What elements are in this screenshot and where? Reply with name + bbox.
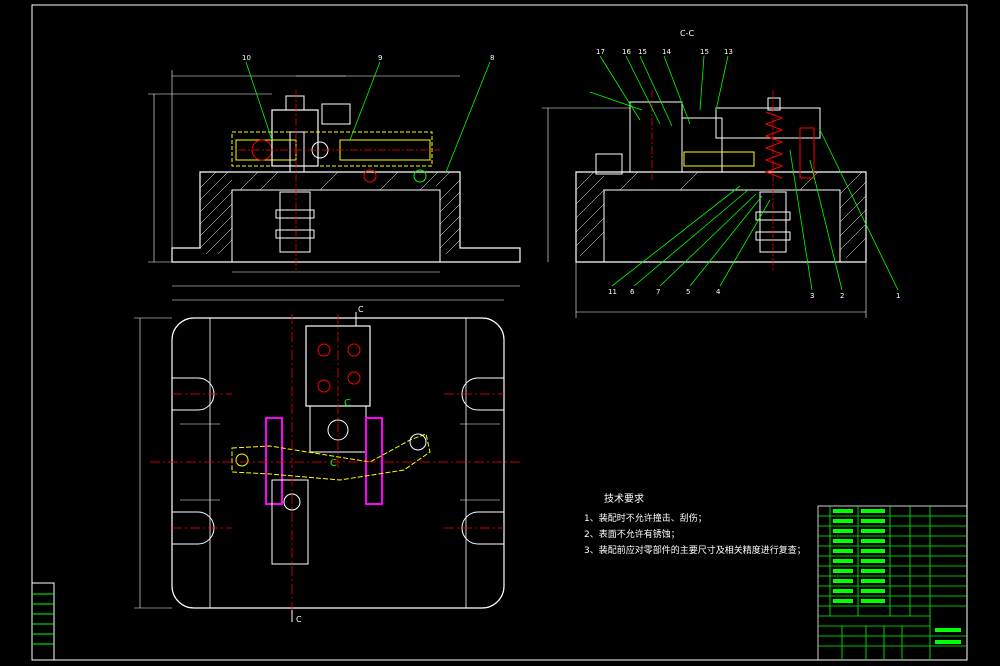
section-label: C-C — [680, 29, 694, 38]
clamp-right — [365, 417, 383, 505]
section-view — [542, 55, 899, 318]
part-number-label: 11 — [608, 288, 617, 296]
technical-requirements: 技术要求 1、装配时不允许撞击、刮伤； 2、表面不允许有锈蚀； 3、装配前应对零… — [584, 490, 806, 559]
part-number-label: 13 — [724, 48, 733, 56]
section-base — [575, 171, 867, 263]
part-number-label: 1 — [896, 292, 900, 300]
section-marker-bottom: C — [296, 615, 302, 624]
part-number-label: 7 — [656, 288, 660, 296]
workpiece — [231, 433, 431, 481]
notes-line: 1、装配时不允许撞击、刮伤； — [584, 514, 707, 524]
section-part-numbers-bottom: 11 6 7 5 4 3 2 1 — [608, 288, 900, 300]
part-number-label: 4 — [716, 288, 721, 296]
notes-line: 3、装配前应对零部件的主要尺寸及相关精度进行复查； — [584, 546, 806, 556]
part-number-label: 10 — [242, 54, 251, 62]
section-part-numbers-top: 17 16 15 14 15 13 — [596, 48, 733, 56]
front-cavity — [231, 189, 441, 263]
notes-line: 2、表面不允许有锈蚀； — [584, 530, 680, 540]
drawing-border — [31, 4, 968, 661]
part-number-label: 16 — [622, 48, 631, 56]
part-number-label: 17 — [596, 48, 605, 56]
part-number-label: 15 — [638, 48, 647, 56]
spring-icon — [764, 111, 784, 179]
notes-title: 技术要求 — [604, 494, 644, 505]
left-margin-strip — [31, 582, 55, 661]
part-number-label: 15 — [700, 48, 709, 56]
left-margin-cells — [32, 593, 54, 645]
part-number-label: 6 — [630, 288, 635, 296]
front-view — [148, 61, 521, 287]
front-clamp-bar — [231, 131, 433, 167]
clamp-left — [265, 417, 283, 505]
front-cylinder — [279, 191, 311, 253]
part-number-label: 8 — [490, 54, 494, 62]
part-number-label: 9 — [378, 54, 382, 62]
front-tower — [271, 109, 319, 167]
front-base — [171, 171, 521, 263]
plan-view — [134, 299, 520, 622]
section-marker-low: C — [330, 458, 337, 469]
part-number-label: 2 — [840, 292, 844, 300]
part-number-label: 5 — [686, 288, 690, 296]
part-number-label: 14 — [662, 48, 671, 56]
front-part-numbers: 10 9 8 — [242, 54, 494, 62]
title-block — [817, 505, 968, 661]
section-marker-mid: C — [344, 398, 351, 409]
section-marker-top: C — [358, 305, 364, 314]
part-number-label: 3 — [810, 292, 814, 300]
